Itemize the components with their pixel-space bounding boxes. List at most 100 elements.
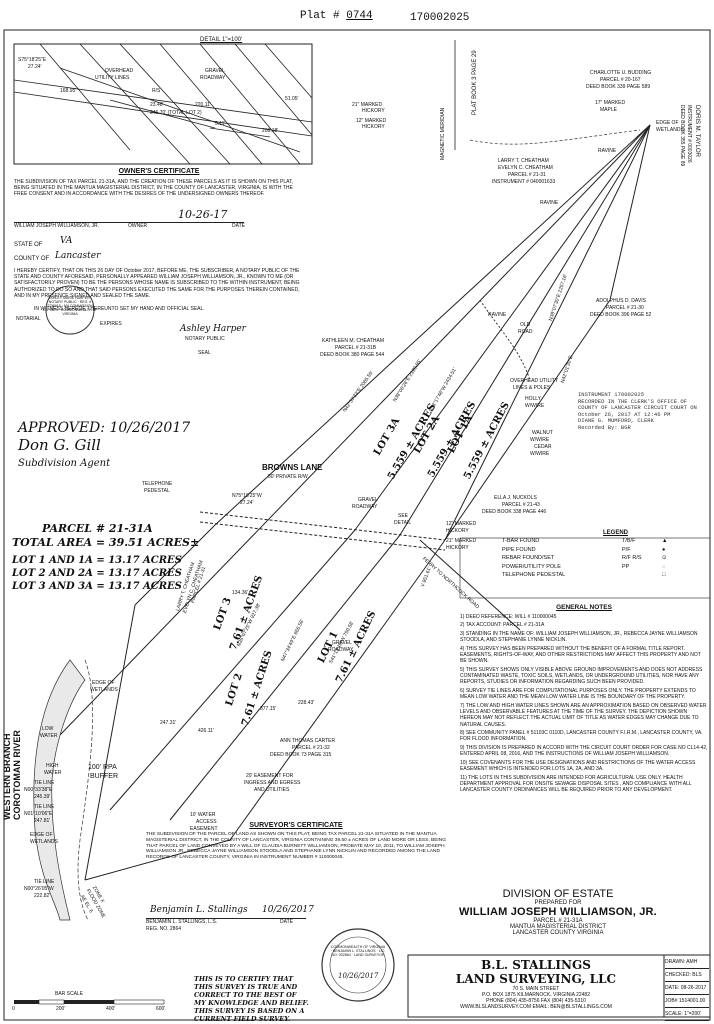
parcel-lots: LOT 1 AND 1A = 13.17 ACRES LOT 2 AND 2A … <box>12 554 182 593</box>
notes-title: GENERAL NOTES <box>556 604 612 611</box>
company-block: B.L. STALLINGS LAND SURVEYING, LLC 70 S.… <box>410 958 662 1010</box>
walnut-label: WALNUT <box>532 430 553 436</box>
surveyor-seal-ring <box>321 928 395 1002</box>
recording-stamp: INSTRUMENT 170002025 RECORDED IN THE CLE… <box>578 391 708 431</box>
detail-51: 51.05' <box>285 96 299 102</box>
easement-label2: INGRESS AND EGRESS <box>244 780 301 786</box>
easement-label3: AND UTILITIES <box>254 787 290 793</box>
recording-line3: COUNTY OF LANCASTER CIRCUIT COURT ON <box>578 404 697 411</box>
tie3-label: TIE LINE <box>34 879 55 885</box>
tie2-dist: 247.81' <box>34 818 51 824</box>
division-of-estate: DIVISION OF ESTATE PREPARED FOR WILLIAM … <box>448 888 668 936</box>
cedar-label2: W/WIRE <box>530 451 550 457</box>
legend-symbol-icon: ▲ <box>662 538 668 544</box>
magnetic-meridian-label: MAGNETIC MERIDIAN <box>440 107 446 160</box>
county-label: COUNTY OF <box>14 256 50 262</box>
edge-label: EDGE OF <box>656 120 679 126</box>
division-name: WILLIAM JOSEPH WILLIAMSON, JR. <box>459 906 657 918</box>
surveyor-certificate: SURVEYOR'S CERTIFICATE THE SUBDIVISION O… <box>146 822 446 861</box>
water-label2: ACCESS <box>196 819 217 825</box>
note-item: 2) TAX ACCOUNT: PARCEL # 21-31A <box>460 622 545 629</box>
tie1-dist: 245.39' <box>34 794 51 800</box>
tie3-bearing: N00°26'05"W <box>24 886 54 892</box>
company-name: B.L. STALLINGS <box>481 958 591 972</box>
doris-instrument: INSTRUMENT # 0003026 <box>686 105 692 163</box>
old-road-line <box>479 299 531 381</box>
title-block-value: AMH <box>686 959 698 965</box>
doris-deed: DEED BOOK 355 PAGE 89 <box>679 105 685 167</box>
note-item: 10) SEE COVENANTS FOR THE USE DESIGNATIO… <box>460 760 696 773</box>
tie1-label: TIE LINE <box>34 780 55 786</box>
legend-row-label: POWER/UTILITY POLE <box>502 563 561 570</box>
browns-lane-label: BROWNS LANE <box>262 463 323 472</box>
note-item: 3) STANDING IN THE NAME OF: WILLIAM JOSE… <box>460 630 698 644</box>
legend-symbol-icon: ⊙ <box>662 555 667 561</box>
recording-instrument: INSTRUMENT 170002025 <box>578 391 645 398</box>
title-block-row: CHECKED: BLS <box>665 969 709 982</box>
note-item: 5) THIS SURVEY SHOWS ONLY VISIBLE ABOVE … <box>460 666 703 686</box>
edge-label2: WETLANDS <box>656 127 684 133</box>
surveyor-date-label: DATE <box>280 919 293 925</box>
surveyor-cert-text: THIS IS TO CERTIFY THAT THIS SURVEY IS T… <box>194 975 309 1023</box>
overhead-label2: LINES & POLES <box>513 385 551 391</box>
detail-23: 23.48' <box>150 102 164 108</box>
ravine-label-2: RAVINE <box>540 200 559 206</box>
title-block-label: JOB# <box>665 998 678 1004</box>
kathleen-deed: DEED BOOK 380 PAGE 544 <box>320 352 385 358</box>
company-phone: PHONE (804) 435-8756 FAX (804) 435-5310 <box>486 998 586 1004</box>
note-item: 9) THIS DIVISION IS PREPARED IN ACCORD W… <box>460 745 708 758</box>
instrument-top: 170002025 <box>410 12 470 24</box>
rpa-label: 100' RPA <box>88 764 117 771</box>
bar-scale-title: BAR SCALE <box>55 991 84 997</box>
overhead-label: OVERHEAD UTILITY <box>510 378 559 384</box>
detail-rs: R/S <box>152 88 161 94</box>
hick21b-label: HICKORY <box>446 545 469 551</box>
bar-scale-0: 0 <box>12 1006 15 1012</box>
detail-220: 220.11' <box>195 102 211 108</box>
charlotte-parcel: PARCEL # 20-167 <box>600 77 641 83</box>
charlotte-deed: DEED BOOK 339 PAGE 589 <box>586 84 651 90</box>
legend-row-abbr <box>622 571 662 580</box>
edge-c-label2: WETLANDS <box>30 839 58 845</box>
division-county: LANCASTER COUNTY VIRGINIA <box>512 930 604 936</box>
legend-row-abbr: T/B/F <box>622 538 636 544</box>
state-label: STATE OF <box>14 242 43 248</box>
title-block-value: 1"=200' <box>684 1011 701 1017</box>
old-road-label2: ROAD <box>518 329 533 335</box>
branch-label: WESTERN BRANCH <box>2 733 12 821</box>
legend-row: TELEPHONE PEDESTAL□ <box>462 571 708 580</box>
detail-roadway: ROADWAY <box>200 75 226 81</box>
note-item: 11) THE LOTS IN THIS SUBDIVISION ARE INT… <box>460 774 692 794</box>
state-hw: VA <box>60 236 73 246</box>
recording-line6: Recorded By: BGR <box>578 423 631 431</box>
plat-boundaries <box>59 124 651 881</box>
telephone-label: TELEPHONE <box>142 481 173 487</box>
surveyor-sign-line <box>146 918 306 919</box>
title-block-label: DATE: <box>665 985 680 991</box>
ann-deed: DEED BOOK 73 PAGE 315 <box>270 752 332 758</box>
legend-row-abbr: P/F <box>622 546 631 553</box>
adolphus-deed: DEED BOOK 396 PAGE 52 <box>590 312 652 318</box>
gravel-roadway-2b: ROADWAY <box>328 647 354 653</box>
owners-body: THE SUBDIVISION OF TAX PARCEL 21-31A, AN… <box>14 179 293 198</box>
hick21-label: 21" MARKED <box>446 538 477 544</box>
legend-row-abbr: PP <box>622 563 630 570</box>
division-title: DIVISION OF ESTATE <box>502 888 614 900</box>
notary-signature: Ashley Harper <box>180 324 246 334</box>
larry-parcel: PARCEL # 21-31 <box>508 172 546 178</box>
owners-certificate: OWNER'S CERTIFICATE THE SUBDIVISION OF T… <box>14 168 304 198</box>
legend-frame <box>459 537 711 599</box>
hick12b-label: HICKORY <box>446 528 469 534</box>
detail-168: 168.95' <box>60 88 77 94</box>
old-road-label: OLD <box>520 322 531 328</box>
seal-label: SEAL <box>198 350 211 356</box>
surveyor-reg: REG. NO. 2864 <box>146 926 182 932</box>
maple-label: 17" MARKED <box>595 100 626 106</box>
low-water-label2: WATER <box>40 733 58 739</box>
title-block-row: DRAWN: AMH <box>665 956 709 969</box>
tie3-dist: 222.82' <box>34 893 51 899</box>
detail-246: 246.70' (TOTAL LOT 2) <box>150 110 202 116</box>
legend-symbol-icon: ◌ <box>662 563 666 570</box>
doris-taylor-label: DORIS M. TAYLOR <box>694 105 700 158</box>
